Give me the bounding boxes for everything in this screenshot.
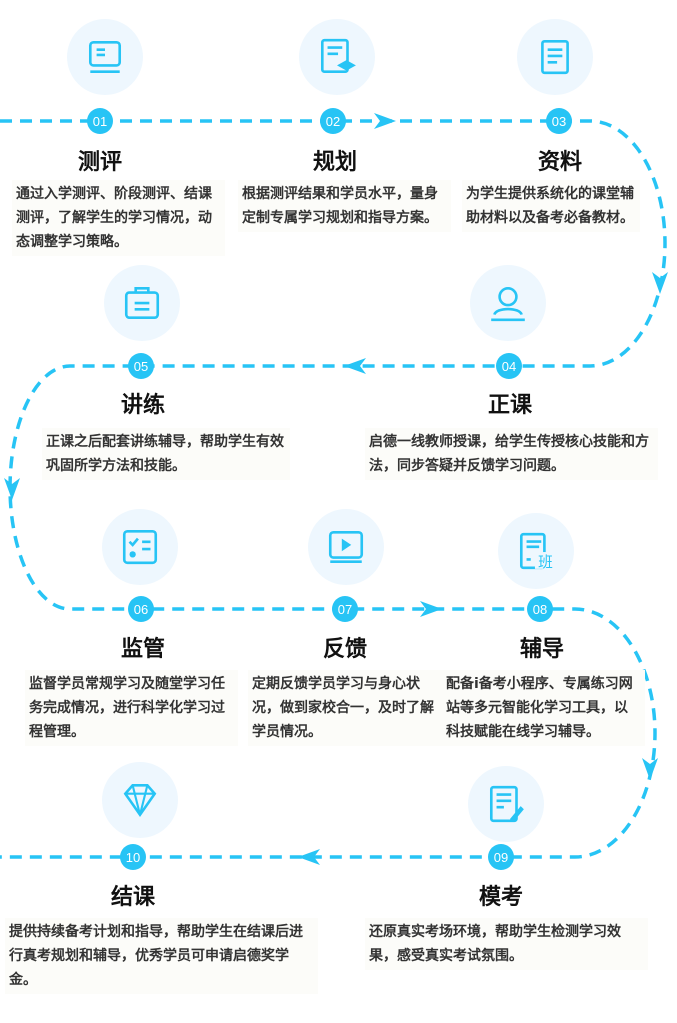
class-doc-icon: 班 xyxy=(519,532,556,571)
step-icon-circle xyxy=(470,265,546,341)
step-icon-circle xyxy=(517,19,593,95)
arrow-left-icon xyxy=(344,358,366,374)
step-description: 根据测评结果和学员水平，量身定制专属学习规划和指导方案。 xyxy=(238,180,451,232)
step-number-badge: 09 xyxy=(488,844,514,870)
step-title: 监管 xyxy=(120,637,165,662)
step-title: 结课 xyxy=(110,885,155,910)
book-icon xyxy=(541,39,569,75)
exam-edit-icon xyxy=(489,785,524,823)
step-title: 辅导 xyxy=(519,637,564,662)
graduation-doc-icon xyxy=(320,38,356,74)
briefcase-icon xyxy=(124,286,160,320)
step-number-badge: 08 xyxy=(527,596,553,622)
step-icon-circle xyxy=(299,19,375,95)
step-title: 资料 xyxy=(537,150,582,175)
play-icon xyxy=(328,530,364,564)
teacher-icon xyxy=(491,286,525,322)
step-title: 规划 xyxy=(312,150,357,175)
step-number-badge: 03 xyxy=(546,108,572,134)
step-title: 正课 xyxy=(487,393,532,418)
step-description: 启德一线教师授课，给学生传授核心技能和方法，同步答疑并反馈学习问题。 xyxy=(365,428,658,480)
step-description: 正课之后配套讲练辅导，帮助学生有效巩固所学方法和技能。 xyxy=(42,428,290,480)
step-number-badge: 05 xyxy=(128,353,154,379)
step-number-badge: 07 xyxy=(332,596,358,622)
step-description: 配备i备考小程序、专属练习网站等多元智能化学习工具，以科技赋能在线学习辅导。 xyxy=(442,670,645,746)
step-icon-circle xyxy=(102,509,178,585)
arrow-right-icon xyxy=(374,113,396,129)
step-description: 为学生提供系统化的课堂辅助材料以及备考必备教材。 xyxy=(462,180,640,232)
checklist-icon xyxy=(122,529,158,565)
class-label: 班 xyxy=(538,554,553,571)
step-title: 反馈 xyxy=(322,637,367,662)
arrow-left-icon xyxy=(298,849,320,865)
step-description: 提供持续备考计划和指导，帮助学生在结课后进行真考规划和辅导，优秀学员可申请启德奖… xyxy=(5,918,318,994)
step-icon-circle xyxy=(308,509,384,585)
step-icon-circle xyxy=(468,766,544,842)
step-number-badge: 10 xyxy=(120,844,146,870)
diamond-icon xyxy=(123,783,157,817)
step-description: 定期反馈学员学习与身心状况，做到家校合一，及时了解学员情况。 xyxy=(248,670,451,746)
step-description: 监督学员常规学习及随堂学习任务完成情况，进行科学化学习过程管理。 xyxy=(25,670,238,746)
step-icon-circle: 班 xyxy=(498,513,574,589)
step-description: 通过入学测评、阶段测评、结课测评，了解学生的学习情况，动态调整学习策略。 xyxy=(12,180,225,256)
step-icon-circle xyxy=(104,265,180,341)
step-title: 测评 xyxy=(77,150,122,175)
step-title: 讲练 xyxy=(120,393,165,418)
step-description: 还原真实考场环境，帮助学生检测学习效果，感受真实考试氛围。 xyxy=(365,918,648,970)
step-number-badge: 02 xyxy=(320,108,346,134)
step-number-badge: 04 xyxy=(496,353,522,379)
step-icon-circle xyxy=(102,762,178,838)
step-icon-circle xyxy=(67,19,143,95)
step-number-badge: 01 xyxy=(87,108,113,134)
arrow-down-icon xyxy=(642,758,658,780)
arrow-down-icon xyxy=(652,272,668,294)
arrow-down-icon xyxy=(4,478,20,500)
monitor-icon xyxy=(88,40,122,74)
step-number-badge: 06 xyxy=(128,596,154,622)
step-title: 模考 xyxy=(478,885,523,910)
arrow-right-icon xyxy=(420,601,442,617)
